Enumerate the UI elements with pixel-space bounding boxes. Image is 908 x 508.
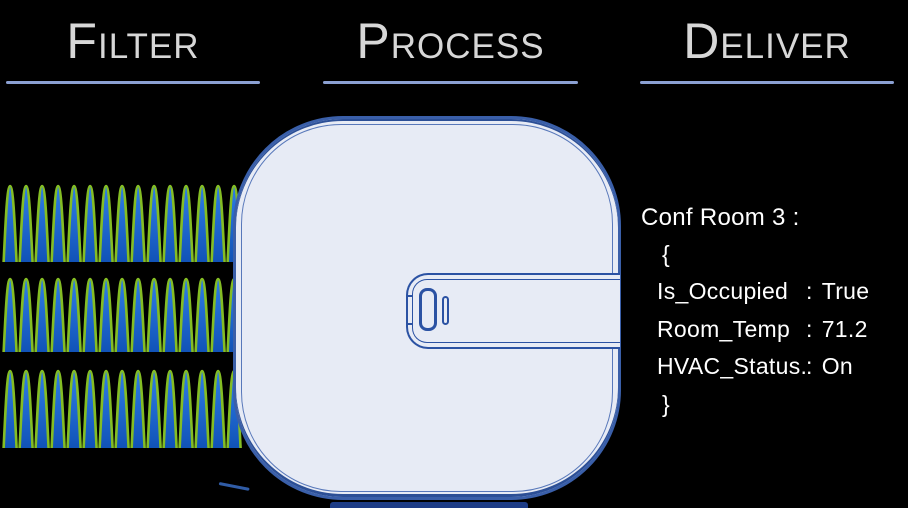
sensor-output-panel: Conf Room 3 : { Is_Occupied : True Room_… xyxy=(641,200,869,423)
waveform-band-3 xyxy=(2,367,242,448)
output-field-value: 71.2 xyxy=(821,315,868,342)
waveform-band-1 xyxy=(2,182,242,262)
waveform-band-2 xyxy=(2,275,242,352)
output-field-colon: : xyxy=(806,315,813,342)
output-field-key: Room_Temp xyxy=(657,315,791,342)
slot-tick-top xyxy=(407,295,413,297)
device-button xyxy=(419,288,437,331)
column-title-process: Process xyxy=(356,13,545,69)
output-title: Conf Room 3 : xyxy=(641,204,800,231)
output-field-value: On xyxy=(821,353,853,379)
column-title-deliver: Deliver xyxy=(683,13,851,69)
device-base-shadow xyxy=(330,502,528,508)
column-underline-deliver xyxy=(640,81,894,84)
device-mount-slot xyxy=(406,273,620,349)
slot-tick-bottom xyxy=(407,323,413,325)
output-field-row: Is_Occupied : True xyxy=(657,273,869,311)
output-field-colon: : xyxy=(806,278,813,304)
output-close-brace: } xyxy=(662,390,670,417)
output-field-key: HVAC_Status. xyxy=(657,353,808,379)
column-underline-process xyxy=(323,81,578,84)
output-field-row: HVAC_Status. : On xyxy=(657,348,869,386)
output-field-key: Is_Occupied xyxy=(657,278,789,304)
output-field-row: Room_Temp : 71.2 xyxy=(657,311,869,349)
column-title-filter: Filter xyxy=(66,13,200,69)
stray-line xyxy=(218,482,250,491)
device-led-bar xyxy=(442,296,449,325)
output-field-colon: : xyxy=(806,353,813,379)
output-field-value: True xyxy=(821,278,870,304)
output-open-brace: { xyxy=(662,241,670,267)
column-underline-filter xyxy=(6,81,260,84)
device-slot-inner-outline xyxy=(412,279,620,343)
